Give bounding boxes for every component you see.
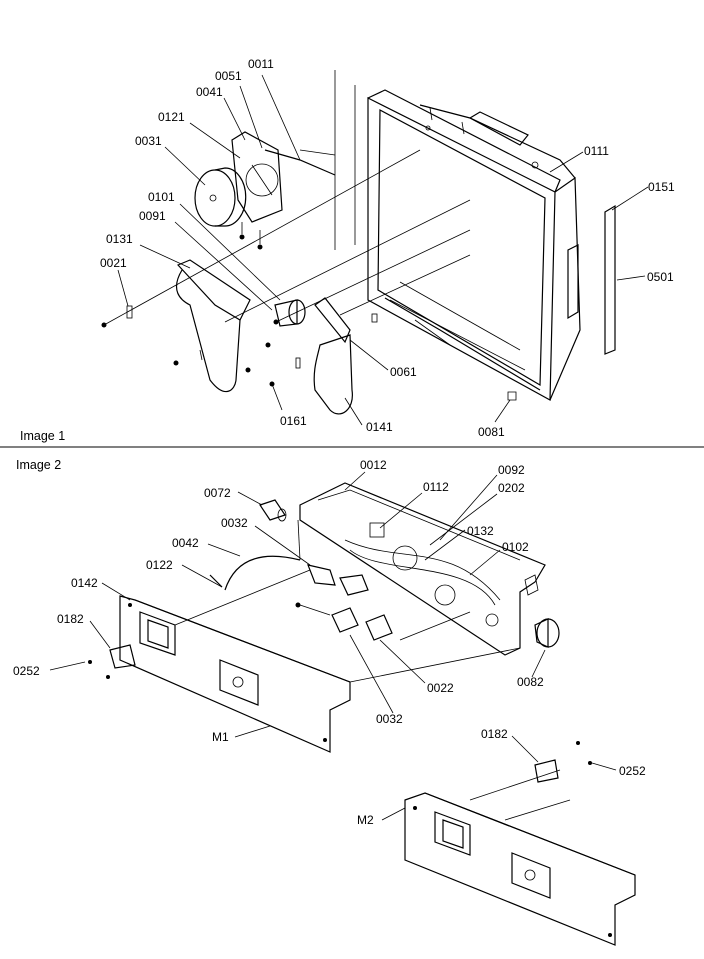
label-0072: 0072: [204, 486, 231, 500]
fan-0031: [194, 167, 247, 227]
label-0252-right: 0252: [619, 764, 646, 778]
label-0032-bottom: 0032: [376, 712, 403, 726]
label-0012: 0012: [360, 458, 387, 472]
label-0121: 0121: [158, 110, 185, 124]
seal-strip: [604, 204, 616, 355]
switches: [295, 602, 393, 641]
label-0091: 0091: [139, 209, 166, 223]
label-0022: 0022: [427, 681, 454, 695]
bracket-0182-right: [534, 741, 592, 783]
panel-m1: [119, 595, 351, 753]
image2-assembly-lines: [174, 519, 521, 683]
label-0111: 0111: [584, 144, 609, 158]
control-bracket-0012: [299, 482, 546, 656]
image2-drawing: [49, 471, 636, 946]
label-0122: 0122: [146, 558, 173, 572]
door-0131: [126, 259, 251, 393]
label-0112: 0112: [423, 480, 449, 494]
label-0501: 0501: [647, 270, 674, 284]
relay-0072: [259, 499, 287, 522]
label-0081: 0081: [478, 425, 505, 439]
label-0101: 0101: [148, 190, 175, 204]
panel-m2: [404, 769, 636, 946]
label-0041: 0041: [196, 85, 223, 99]
knob-0082: [534, 618, 560, 648]
wire-harness: [209, 555, 369, 596]
label-0131: 0131: [106, 232, 133, 246]
label-0021: 0021: [100, 256, 127, 270]
housing-0111: [367, 89, 581, 402]
label-m1: M1: [212, 730, 229, 744]
label-0182-left: 0182: [57, 612, 84, 626]
image2-leaders: [49, 471, 617, 821]
label-0141: 0141: [366, 420, 393, 434]
label-0202: 0202: [498, 481, 525, 495]
label-0061: 0061: [390, 365, 417, 379]
label-0031: 0031: [135, 134, 162, 148]
screws: [101, 222, 279, 387]
label-0032-top: 0032: [221, 516, 248, 530]
fan-shroud: [231, 131, 336, 223]
image1-leaders: [117, 74, 649, 426]
motor-0091: [274, 299, 306, 327]
label-0051: 0051: [215, 69, 242, 83]
label-0252-left: 0252: [13, 664, 40, 678]
image2-title: Image 2: [16, 458, 61, 472]
label-0042: 0042: [172, 536, 199, 550]
label-0102: 0102: [502, 540, 529, 554]
label-0092: 0092: [498, 463, 525, 477]
image1-drawing: [101, 70, 649, 426]
label-m2: M2: [357, 813, 374, 827]
image1-labels: 0011 0051 0041 0121 0031 0101 0091 0131 …: [100, 57, 675, 439]
label-0161: 0161: [280, 414, 307, 428]
label-0011: 0011: [248, 57, 274, 71]
label-0082: 0082: [517, 675, 544, 689]
image1-title: Image 1: [20, 429, 65, 443]
assembly-lines: [103, 70, 471, 346]
bracket-0182-left: [88, 644, 136, 679]
label-0142: 0142: [71, 576, 98, 590]
label-0132: 0132: [467, 524, 494, 538]
label-0151: 0151: [648, 180, 675, 194]
image2-labels: 0012 0092 0202 0112 0072 0032 0132 0102 …: [13, 458, 646, 827]
label-0182-right: 0182: [481, 727, 508, 741]
